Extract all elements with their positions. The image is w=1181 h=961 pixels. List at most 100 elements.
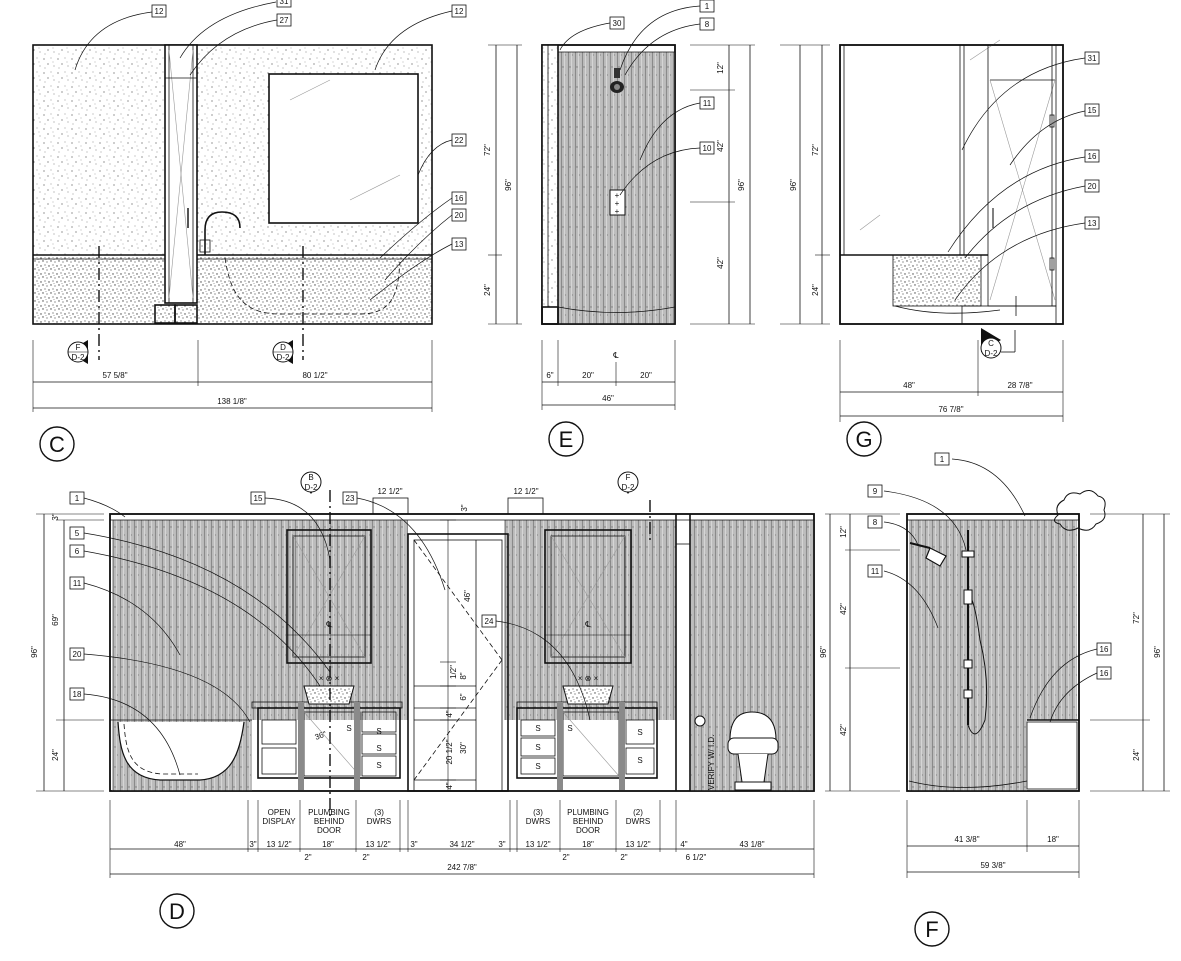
drawer-mark: S (376, 761, 381, 770)
dim-48: 48" (903, 381, 915, 390)
svg-text:12: 12 (155, 7, 164, 16)
dim-72: 72" (811, 144, 820, 156)
svg-text:F: F (626, 473, 631, 482)
dim-36: 36" (314, 729, 328, 742)
dim-42b: 42" (839, 724, 848, 736)
svg-text:16: 16 (1100, 669, 1109, 678)
elevation-d: ℄ ℄ × ⊗ × × ⊗ × (30, 471, 815, 929)
dim-24: 24" (1132, 749, 1141, 761)
section-callout-c: C D-2 (980, 328, 1016, 359)
dim-13-1-2d: 13 1/2" (625, 840, 650, 849)
centerline-left: ℄ (325, 620, 332, 629)
shower-tile (558, 52, 675, 324)
dim-4b: 4" (445, 782, 454, 789)
mirror-left (286, 529, 372, 664)
revision-cloud (1054, 490, 1106, 531)
svg-text:11: 11 (703, 99, 712, 108)
svg-text:16: 16 (1088, 152, 1097, 161)
svg-text:D-2: D-2 (622, 483, 635, 492)
svg-text:13: 13 (1088, 219, 1097, 228)
drawer-mark: S (535, 743, 540, 752)
dim-30: 30" (459, 742, 468, 754)
svg-text:16: 16 (1100, 645, 1109, 654)
dim-42b: 42" (716, 257, 725, 269)
tag-16b: 16 (1096, 666, 1112, 680)
toilet (694, 711, 779, 791)
dim-76-7-8: 76 7/8" (938, 405, 963, 414)
dim-2d: 2" (620, 853, 627, 862)
vessel-sink-left: × ⊗ × (303, 674, 355, 705)
slide-bar (961, 530, 988, 735)
svg-text:12: 12 (455, 7, 464, 16)
tag-1: 1 (934, 452, 950, 466)
dim-34-1-2: 34 1/2" (449, 840, 474, 849)
tag-24: 24 (481, 614, 497, 628)
svg-text:27: 27 (280, 16, 289, 25)
dim-3c: 3" (498, 840, 505, 849)
drawer-mark: S (637, 728, 642, 737)
dim-top-12-1-2b: 12 1/2" (513, 487, 538, 496)
dim-1-2: 1/2" (449, 665, 458, 679)
dim-46: 46" (602, 394, 614, 403)
dim-4: 4" (680, 840, 687, 849)
drawer-mark: S (535, 762, 540, 771)
dim-4a: 4" (445, 710, 454, 717)
dim-96: 96" (789, 179, 798, 191)
svg-text:8: 8 (705, 20, 710, 29)
svg-text:16: 16 (455, 194, 464, 203)
dim-13-1-2a: 13 1/2" (266, 840, 291, 849)
dim-42a: 42" (716, 140, 725, 152)
tag-8: 8 (699, 17, 715, 31)
verify-note: VERIFY W/ I.D. (707, 735, 716, 790)
tag-5: 5 (69, 526, 85, 540)
tag-16: 16 (1084, 149, 1100, 163)
svg-text:B: B (308, 473, 313, 482)
dim-18b: 18" (582, 840, 594, 849)
dim-3: 3" (51, 513, 60, 520)
dim-18a: 18" (322, 840, 334, 849)
vessel-sink-right: × ⊗ × (562, 674, 614, 705)
shower-arm-head (909, 542, 947, 567)
elevation-e: + + + 30 1 8 11 10 12" 42" 96" 42" ℄ 6" (541, 0, 755, 457)
svg-text:20: 20 (73, 650, 82, 659)
dim-20b: 20" (640, 371, 652, 380)
section-callout-d: D D-2 (272, 340, 294, 364)
tag-9: 9 (867, 484, 883, 498)
tag-15: 15 (250, 491, 266, 505)
view-title-d: D (159, 893, 195, 929)
svg-text:+: + (615, 191, 620, 200)
view-title-g: G (846, 421, 882, 457)
dim-12: 12" (716, 62, 725, 74)
tag-11: 11 (699, 96, 715, 110)
drawer-mark: S (376, 727, 381, 736)
dim-2b: 2" (362, 853, 369, 862)
dim-12: 12" (839, 526, 848, 538)
showerhead (610, 68, 624, 93)
dim-57-5-8: 57 5/8" (102, 371, 127, 380)
dim-96: 96" (504, 179, 513, 191)
dim-41-3-8: 41 3/8" (954, 835, 979, 844)
elevation-c: 12 31 27 12 22 16 20 13 72" 96" 24" F D-… (32, 0, 522, 462)
dim-top-12-1-2a: 12 1/2" (377, 487, 402, 496)
tag-13: 13 (1084, 216, 1100, 230)
svg-text:D-2: D-2 (277, 353, 290, 362)
svg-text:D-2: D-2 (72, 353, 85, 362)
dim-6: 6" (459, 693, 468, 700)
svg-text:22: 22 (455, 136, 464, 145)
section-callout-b: B D-2 (300, 471, 322, 494)
svg-text:6: 6 (75, 547, 80, 556)
svg-text:G: G (855, 427, 872, 452)
centerline-right: ℄ (584, 620, 591, 629)
doorway (407, 533, 509, 792)
tag-1: 1 (699, 0, 715, 13)
svg-text:C: C (988, 339, 994, 348)
dim-43-1-8: 43 1/8" (739, 840, 764, 849)
tag-16a: 16 (1096, 642, 1112, 656)
tub-deck (33, 257, 432, 324)
dim-2a: 2" (304, 853, 311, 862)
tub-outline (224, 257, 401, 315)
tag-20: 20 (69, 647, 85, 661)
tag-18: 18 (69, 687, 85, 701)
